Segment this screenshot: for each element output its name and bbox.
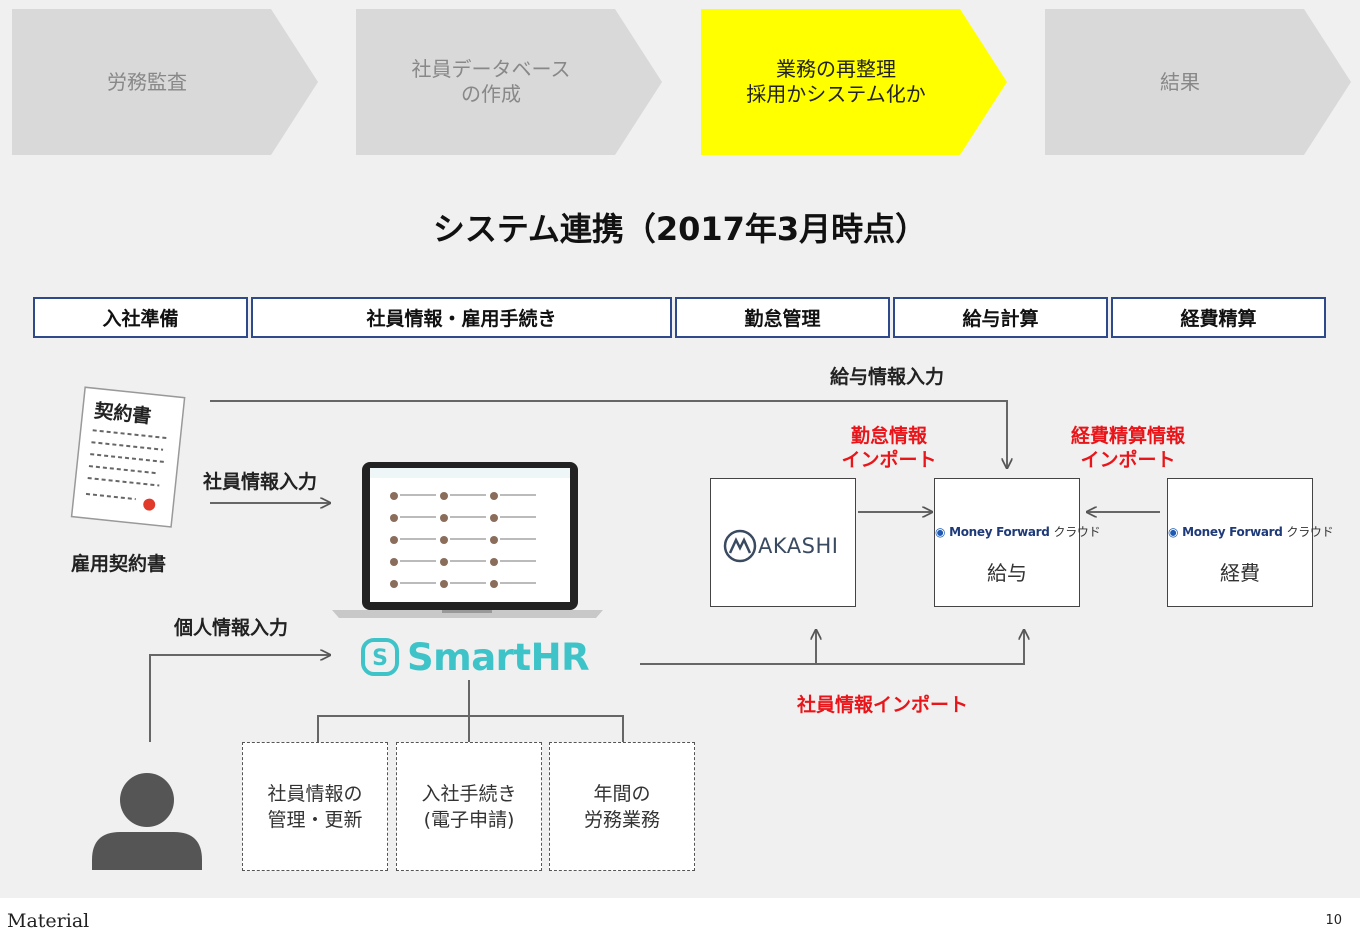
- mf-expense-name: 経費: [1220, 561, 1260, 585]
- smarthr-logo-text: SmartHR: [407, 635, 590, 679]
- footer-brand: Material: [7, 910, 90, 932]
- mf-payroll-box: ◉ Money Forward クラウド 給与: [934, 478, 1101, 607]
- akashi-logo: AKASHI: [723, 529, 838, 563]
- process-step-shape: [1045, 9, 1351, 155]
- phase-header: 入社準備: [33, 297, 248, 338]
- task-box-onboarding: 入社手続き (電子申請): [396, 742, 542, 871]
- arrow-payroll-input: [210, 400, 1007, 468]
- attendance-import-line: 勤怠情報: [850, 425, 927, 447]
- arrow-employee-import: [640, 630, 1024, 665]
- task-box-annual: 年間の 労務業務: [549, 742, 695, 871]
- mf-expense-box: ◉ Money Forward クラウド 経費: [1167, 478, 1334, 607]
- employee-import-label: 社員情報インポート: [797, 694, 969, 716]
- phase-header: 給与計算: [893, 297, 1108, 338]
- expense-import-label: 経費精算情報 インポート: [1054, 424, 1202, 472]
- phase-header: 勤怠管理: [675, 297, 890, 338]
- process-step-line: 業務の再整理: [776, 57, 896, 81]
- contract-document-icon: [70, 386, 186, 528]
- svg-text:S: S: [372, 646, 388, 671]
- task-line: 管理・更新: [267, 808, 363, 831]
- mf-payroll-name: 給与: [987, 561, 1027, 585]
- process-step-line: 結果: [1160, 69, 1200, 94]
- process-step-shape-active: [701, 9, 1007, 155]
- mf-logo-text: Money Forward: [1182, 525, 1283, 539]
- expense-import-line: インポート: [1080, 449, 1176, 471]
- task-line: 入社手続き: [421, 782, 517, 805]
- phase-header: 経費精算: [1111, 297, 1326, 338]
- process-step-3: 業務の再整理 採用かシステム化か: [701, 9, 971, 155]
- mf-logo-kana: クラウド: [1053, 525, 1101, 539]
- contract-label: 雇用契約書: [71, 553, 167, 575]
- payroll-input-label: 給与情報入力: [830, 366, 945, 388]
- task-box-employee-info: 社員情報の 管理・更新: [242, 742, 388, 871]
- process-step-2: 社員データベース の作成: [356, 9, 626, 155]
- mf-logo-icon: ◉: [935, 525, 946, 539]
- task-line: 労務業務: [583, 808, 660, 831]
- process-step-shape: [12, 9, 318, 155]
- employee-input-label: 社員情報入力: [203, 471, 318, 493]
- laptop-illustration: [332, 462, 603, 618]
- smarthr-logo: S SmartHR: [361, 634, 590, 680]
- person-icon: [92, 773, 202, 870]
- task-line: 年間の: [593, 782, 651, 805]
- phase-header: 社員情報・雇用手続き: [251, 297, 672, 338]
- mf-logo-kana: クラウド: [1286, 525, 1334, 539]
- mf-logo-text: Money Forward: [949, 525, 1050, 539]
- akashi-box: AKASHI: [710, 478, 856, 607]
- process-step-4: 結果: [1045, 9, 1315, 155]
- page-number: 10: [1325, 913, 1342, 928]
- process-step-line: の作成: [461, 82, 521, 106]
- mf-payroll-logo: ◉ Money Forward クラウド: [935, 523, 1101, 540]
- akashi-logo-text: AKASHI: [758, 534, 839, 558]
- task-line: (電子申請): [423, 808, 515, 831]
- expense-import-line: 経費精算情報: [1070, 425, 1185, 447]
- contract-document-title: 契約書: [93, 399, 153, 428]
- page-title: システム連携（2017年3月時点）: [432, 210, 928, 248]
- akashi-logo-icon: [723, 529, 757, 563]
- process-step-line: 採用かシステム化か: [746, 82, 926, 106]
- task-line: 社員情報の: [267, 782, 363, 805]
- process-step-line: 労務監査: [107, 69, 187, 94]
- personal-input-label: 個人情報入力: [174, 617, 289, 639]
- attendance-import-line: インポート: [841, 449, 937, 471]
- footer-bar: [0, 898, 1360, 939]
- process-chevrons: [12, 9, 1351, 155]
- mf-logo-icon: ◉: [1168, 525, 1179, 539]
- process-step-1: 労務監査: [12, 9, 282, 155]
- smarthr-logo-icon: S: [361, 638, 399, 676]
- mf-expense-logo: ◉ Money Forward クラウド: [1168, 523, 1334, 540]
- process-step-shape: [356, 9, 662, 155]
- process-step-line: 社員データベース: [411, 57, 571, 81]
- arrow-personal-input: [149, 655, 330, 742]
- tree-line: [317, 715, 624, 742]
- attendance-import-label: 勤怠情報 インポート: [828, 424, 950, 472]
